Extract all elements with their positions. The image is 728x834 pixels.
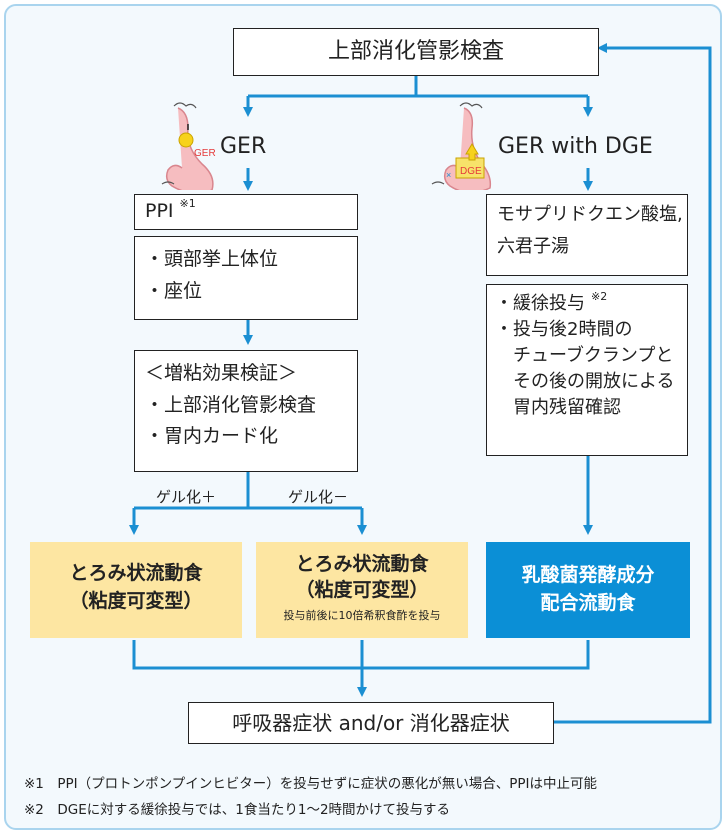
thickener-test-box: ＜増粘効果検証＞ ・上部消化管影検査 ・胃内カード化 (134, 350, 358, 472)
clamp-line4: 胃内残留確認 (513, 397, 621, 419)
ppi-footnote-ref: ※1 (179, 197, 196, 210)
clamp-line1: ・投与後2時間の (495, 319, 633, 341)
clamp-line3: その後の開放による (513, 371, 675, 393)
slow-admin-footnote-ref: ※2 (591, 290, 608, 303)
ger-label: GER (220, 134, 267, 159)
drug-rikkunshito: 六君子湯 (497, 236, 569, 258)
upper-gi-study-box: 上部消化管影検査 (233, 28, 599, 76)
viscosity-variable-food-box-2: とろみ状流動食 （粘度可変型） 投与前後に10倍希釈食酢を投与 (256, 542, 468, 638)
ppi-box: PPI ※1 (134, 194, 358, 230)
fermented-lactic-food-box: 乳酸菌発酵成分 配合流動食 (486, 542, 690, 638)
food2-line1: とろみ状流動食 (295, 553, 429, 575)
footnote-2: ※2 DGEに対する緩徐投与では、1食当たり1～2時間かけて投与する (24, 802, 451, 818)
ger-with-dge-label: GER with DGE (498, 134, 653, 159)
ppi-label: PPI (145, 200, 174, 222)
food2-line2: （粘度可変型） (295, 578, 429, 601)
thickener-test-title: ＜増粘効果検証＞ (145, 362, 298, 384)
footnote-1: ※1 PPI（プロトンポンプインヒビター）を投与せずに症状の悪化が無い場合、PP… (24, 776, 598, 792)
stomach-dge-tag: DGE (460, 166, 482, 177)
gel-plus-label: ゲル化＋ (156, 488, 217, 506)
food3-line2: 配合流動食 (540, 591, 636, 614)
gel-minus-label: ゲル化－ (288, 488, 349, 506)
clamp-line2: チューブクランプと (513, 345, 674, 367)
posture-head-up: ・頭部挙上体位 (145, 248, 279, 270)
food2-note: 投与前後に10倍希釈食酢を投与 (283, 609, 441, 623)
food1-line1: とろみ状流動食 (69, 562, 203, 584)
stomach-ger-icon: GER (161, 102, 216, 190)
stomach-ger-tag: GER (194, 148, 216, 159)
drug-box: モサプリドクエン酸塩, 六君子湯 (486, 194, 688, 276)
stomach-dge-icon: DGE × (431, 102, 492, 190)
slow-admin-box: ・緩徐投与 ※2 ・投与後2時間の チューブクランプと その後の開放による 胃内残… (486, 284, 688, 456)
posture-sitting: ・座位 (145, 279, 203, 302)
svg-text:×: × (446, 170, 451, 180)
posture-box: ・頭部挙上体位 ・座位 (134, 236, 358, 320)
symptoms-label: 呼吸器症状 and/or 消化器症状 (232, 711, 510, 735)
food3-line1: 乳酸菌発酵成分 (521, 564, 655, 586)
food1-line2: （粘度可変型） (69, 589, 203, 612)
drug-mosapride: モサプリドクエン酸塩, (497, 204, 683, 225)
symptoms-box: 呼吸器症状 and/or 消化器症状 (188, 702, 554, 744)
slow-admin-label: ・緩徐投与 (495, 293, 585, 314)
thickener-test-gi-study: ・上部消化管影検査 (145, 393, 317, 416)
upper-gi-study-label: 上部消化管影検査 (327, 39, 504, 64)
thickener-test-curd: ・胃内カード化 (145, 425, 279, 448)
viscosity-variable-food-box-1: とろみ状流動食 （粘度可変型） (30, 542, 242, 638)
